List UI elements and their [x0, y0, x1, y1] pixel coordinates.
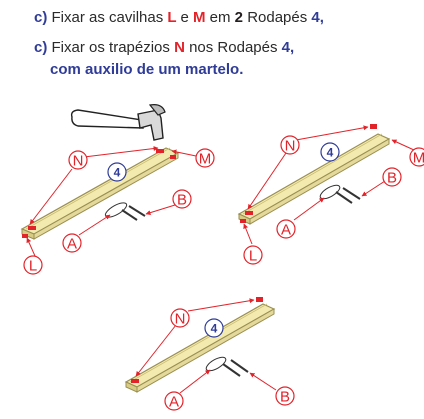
instruction-line-3: com auxilio de um martelo.	[50, 61, 244, 78]
trapezoid-icon	[156, 149, 164, 153]
callout-a: A	[67, 236, 77, 253]
callout-n: N	[175, 311, 186, 328]
callout-a: A	[281, 222, 291, 239]
step-letter: c)	[34, 39, 48, 56]
callout-b: B	[387, 170, 397, 187]
step-letter: c)	[34, 9, 48, 26]
callout-a: A	[169, 394, 179, 411]
callout-l: L	[29, 258, 37, 275]
figure-2: N M 4 L A B	[237, 124, 424, 265]
board-number-4: 4	[114, 166, 121, 180]
instruction-text: em	[209, 9, 231, 26]
instruction-text: Rodapés	[247, 9, 308, 26]
figure-1: N M 4 L A B	[20, 104, 215, 275]
callout-m: M	[199, 151, 212, 168]
trapezoid-icon	[131, 379, 139, 383]
board-4	[20, 147, 180, 240]
dowel-icon	[240, 219, 246, 223]
callout-b: B	[280, 389, 290, 406]
connector-parts	[205, 356, 249, 377]
board-4	[124, 303, 276, 393]
board-number: 4,	[281, 39, 295, 56]
trapezoid-icon	[370, 124, 377, 129]
callout-l: L	[249, 248, 257, 265]
board-number: 4,	[311, 9, 324, 26]
instruction-text: Fixar os trapézios	[51, 39, 170, 56]
figure-3: N 4 A B	[124, 297, 295, 411]
callout-m: M	[413, 150, 424, 167]
instruction-text: Fixar as cavilhas	[51, 9, 164, 26]
instruction-text: e	[180, 9, 189, 26]
hammer-icon	[70, 104, 166, 141]
board-4	[237, 133, 391, 225]
dowel-icon	[22, 155, 176, 238]
part-label-m: M	[192, 9, 206, 26]
instruction-line-2: c) Fixar os trapézios N nos Rodapés 4,	[34, 39, 294, 56]
board-number-4: 4	[211, 322, 218, 336]
connector-parts	[319, 184, 361, 204]
part-label-l: L	[167, 9, 177, 26]
callout-n: N	[73, 153, 84, 170]
trapezoid-icon	[245, 211, 253, 215]
connector-parts	[104, 202, 146, 221]
board-number-4: 4	[327, 146, 334, 160]
callout-b: B	[177, 192, 187, 209]
callout-n: N	[285, 138, 296, 155]
instruction-line-1: c) Fixar as cavilhas L e M em 2 Rodapés …	[34, 9, 324, 26]
instruction-text: nos Rodapés	[189, 39, 278, 56]
quantity: 2	[234, 9, 244, 26]
trapezoid-icon	[256, 297, 263, 302]
part-label-n: N	[174, 39, 185, 56]
trapezoid-icon	[28, 226, 36, 230]
